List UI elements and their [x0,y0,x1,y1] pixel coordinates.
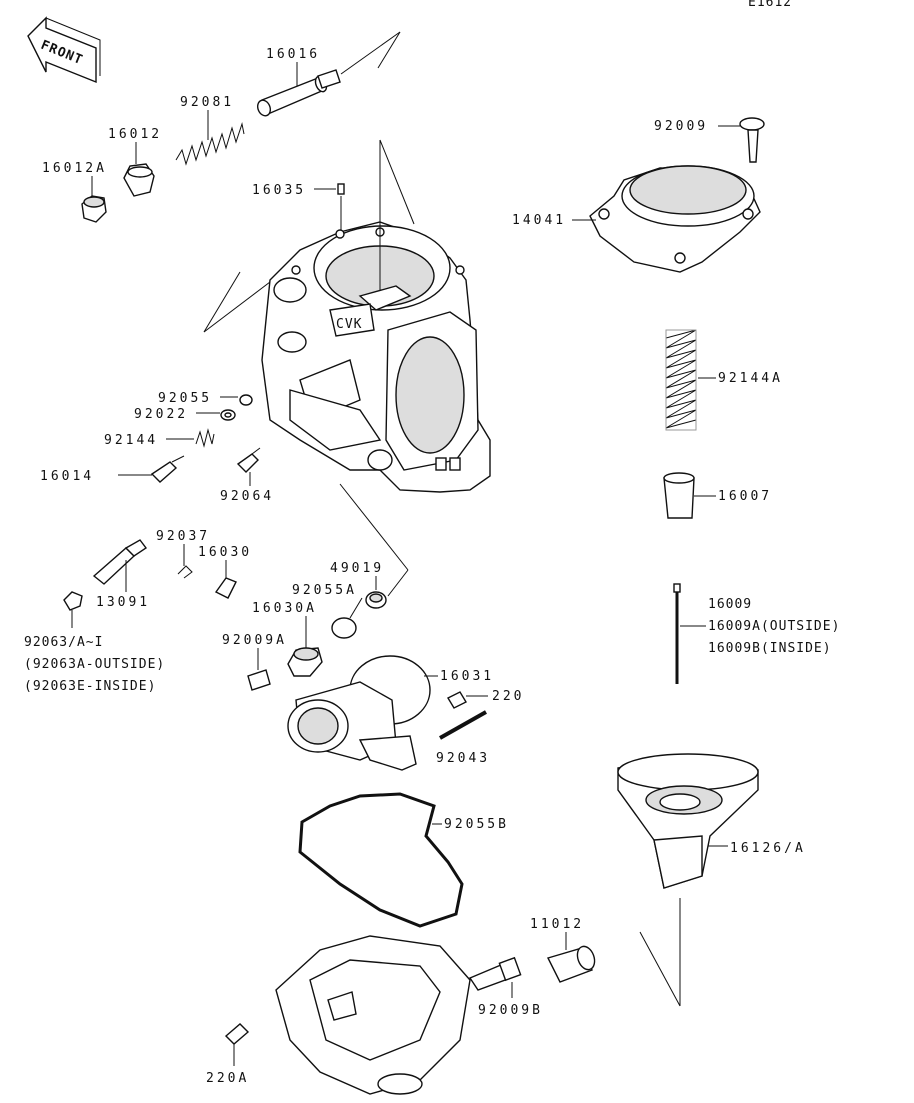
part-92009B-drain [468,956,522,991]
label-92022: 92022 [134,407,188,422]
part-13091-valve [92,539,148,585]
label-220: 220 [492,689,524,704]
label-16012A: 16012A [42,161,107,176]
part-16035-jet [337,183,345,195]
part-16012A-cap [81,195,107,223]
part-92063-jet [63,591,83,611]
label-92055: 92055 [158,391,212,406]
front-arrow-icon: FRONT [27,16,101,84]
label-220A: 220A [206,1071,249,1086]
part-92055A-oring [331,617,357,639]
label-16009B: 16009B(INSIDE) [708,641,832,656]
part-14041-top-cover [589,165,761,273]
label-92081: 92081 [180,95,234,110]
label-11012: 11012 [530,917,584,932]
label-92037: 92037 [156,529,210,544]
part-92064-plug [236,447,261,473]
label-16014: 16014 [40,469,94,484]
part-92037-clip [177,565,193,579]
label-92063: 92063/A~I [24,635,103,650]
part-92009A-screw [247,669,271,691]
part-92055B-gasket [298,792,464,928]
label-16009A: 16009A(OUTSIDE) [708,619,840,634]
label-16012: 16012 [108,127,162,142]
part-92043-pin [439,710,487,740]
label-16035: 16035 [252,183,306,198]
part-92144-spring [195,428,215,448]
part-92022-washer [220,409,236,421]
label-92055B: 92055B [444,817,509,832]
part-92081-spring [175,122,245,166]
part-220-screw [447,691,467,709]
label-92043: 92043 [436,751,490,766]
label-16009: 16009 [708,597,752,612]
part-16012-plug [123,163,155,197]
label-92064: 92064 [220,489,274,504]
part-16031-housing [287,655,431,771]
label-92009B: 92009B [478,1003,543,1018]
label-16007: 16007 [718,489,772,504]
carburetor-body: CVK [203,139,491,493]
part-220A-screw [224,1023,250,1045]
part-16030A-plug [287,647,323,677]
part-16126-diaphragm-piston [617,753,759,1007]
part-92009-screw [739,117,765,163]
label-92055A: 92055A [292,583,357,598]
part-16014-screw [150,455,185,483]
part-16007-holder [663,472,695,519]
label-92009A: 92009A [222,633,287,648]
part-16016-shaft [256,31,401,117]
part-92144A-spring [665,329,697,431]
label-14041: 14041 [512,213,566,228]
label-92144A: 92144A [718,371,783,386]
label-16016: 16016 [266,47,320,62]
label-92063A: (92063A-OUTSIDE) [24,657,165,672]
diagram-id: E1612 [748,0,792,10]
label-16030A: 16030A [252,601,317,616]
label-92063E: (92063E-INSIDE) [24,679,156,694]
part-16009-jet-needle [673,583,681,684]
label-92009: 92009 [654,119,708,134]
label-16126: 16126/A [730,841,806,856]
part-16030-needle [214,577,237,599]
part-92055-oring [239,394,253,406]
part-11012-cap [546,945,596,983]
body-mark-cvk: CVK [336,317,362,332]
label-49019: 49019 [330,561,384,576]
part-49019-float-valve [365,591,387,609]
label-92144: 92144 [104,433,158,448]
label-16031: 16031 [440,669,494,684]
label-13091: 13091 [96,595,150,610]
label-16030: 16030 [198,545,252,560]
float-bowl [275,935,471,1095]
